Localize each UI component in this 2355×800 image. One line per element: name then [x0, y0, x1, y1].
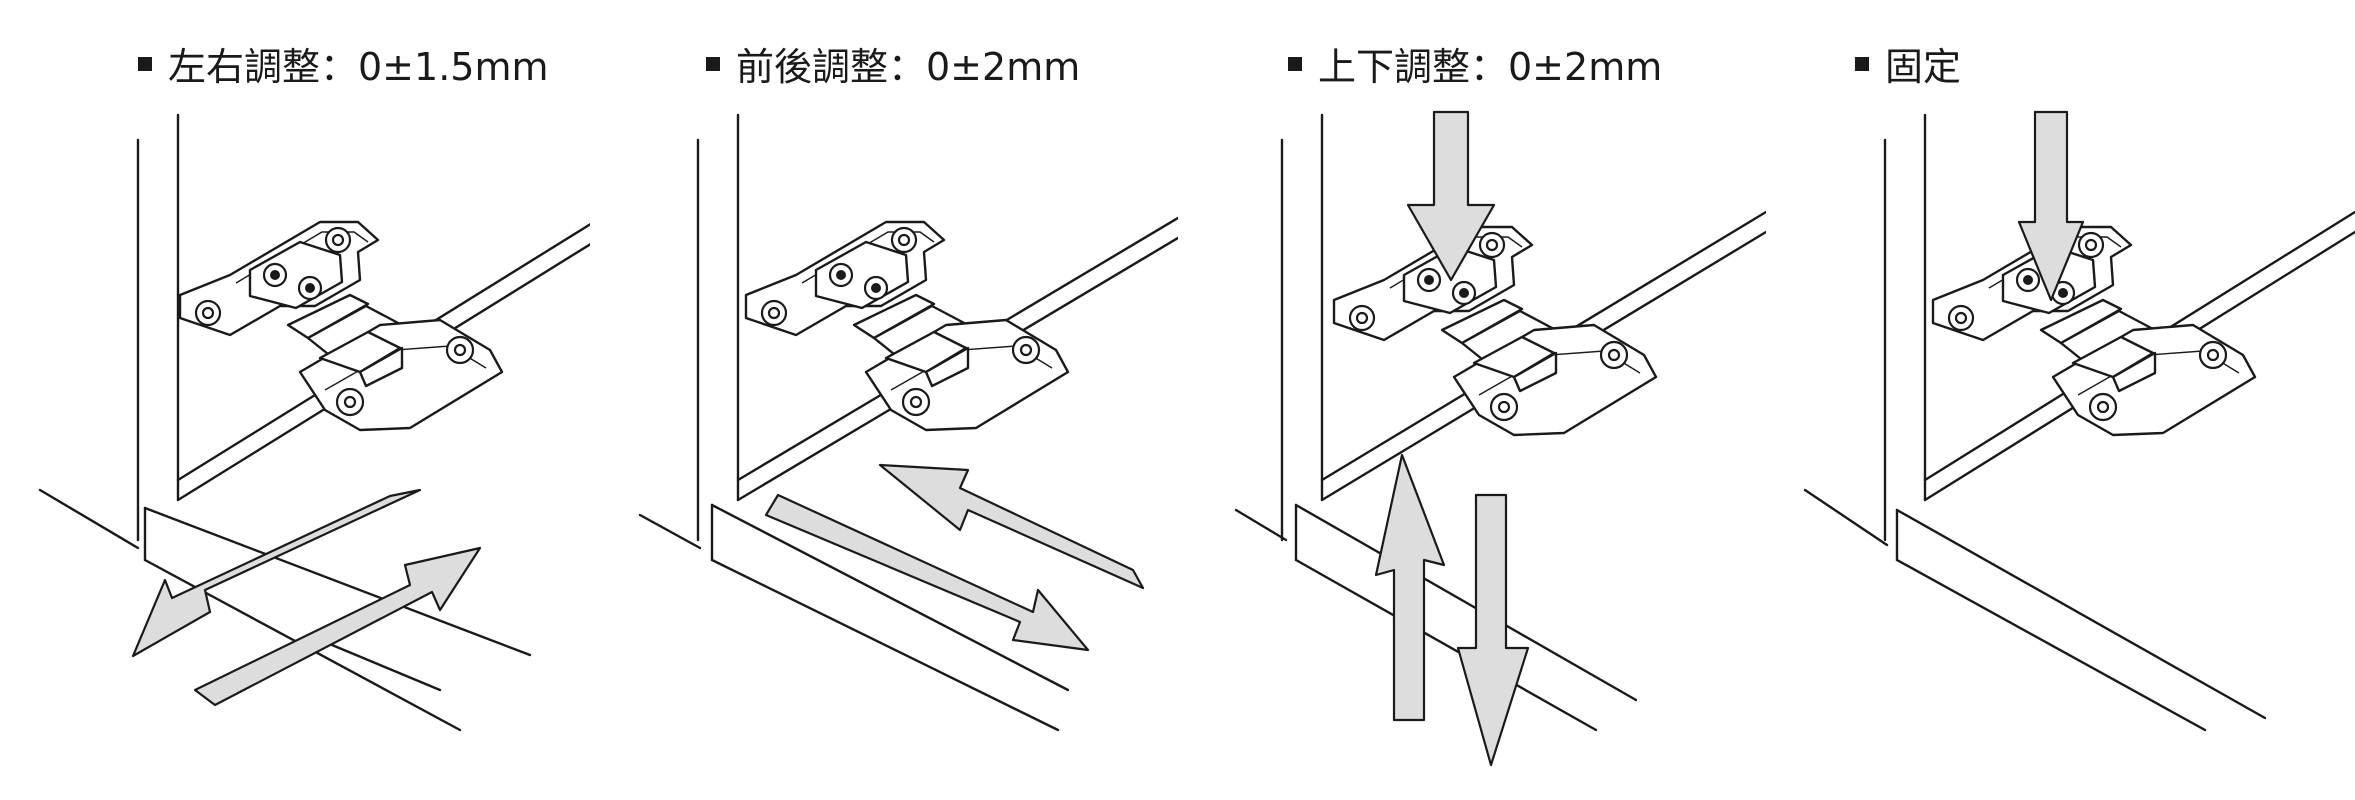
arrow-right-icon [193, 546, 482, 707]
hinge-illustration [178, 220, 504, 432]
diagram-panel-left-right [38, 113, 590, 732]
caption-left-right-adjustment: 左右調整：0±1.5mm [138, 36, 548, 91]
diagram-panel-up-down [1234, 110, 1766, 767]
caption-up-down-adjustment: 上下調整：0±2mm [1288, 36, 1662, 91]
diagram-panel-fixing [1803, 110, 2355, 732]
hinge-illustration [1332, 225, 1658, 437]
arrow-left-icon [131, 488, 422, 658]
diagram-panel-front-back [638, 113, 1178, 732]
caption-fixing: 固定 [1855, 36, 1961, 91]
bullet-square-icon [1288, 56, 1302, 71]
hinge-illustration [1931, 225, 2257, 437]
caption-front-back-adjustment: 前後調整：0±2mm [706, 36, 1080, 91]
hinge-illustration [744, 220, 1070, 432]
arrow-down-screw-icon [1406, 110, 1496, 282]
arrow-backward-icon [878, 463, 1145, 590]
bullet-square-icon [706, 56, 720, 71]
caption-text: 前後調整：0±2mm [736, 45, 1081, 89]
cabinet-lines [638, 113, 1178, 732]
cabinet-lines [1803, 113, 2355, 732]
caption-text: 左右調整：0±1.5mm [168, 45, 549, 89]
caption-text: 固定 [1885, 45, 1962, 89]
caption-text: 上下調整：0±2mm [1318, 45, 1663, 89]
arrow-down-fix-icon [2017, 110, 2085, 302]
arrow-forward-icon [764, 493, 1090, 652]
arrow-up-icon [1374, 453, 1446, 722]
bullet-square-icon [138, 56, 152, 71]
bullet-square-icon [1855, 56, 1869, 71]
arrow-down-icon [1456, 493, 1530, 767]
